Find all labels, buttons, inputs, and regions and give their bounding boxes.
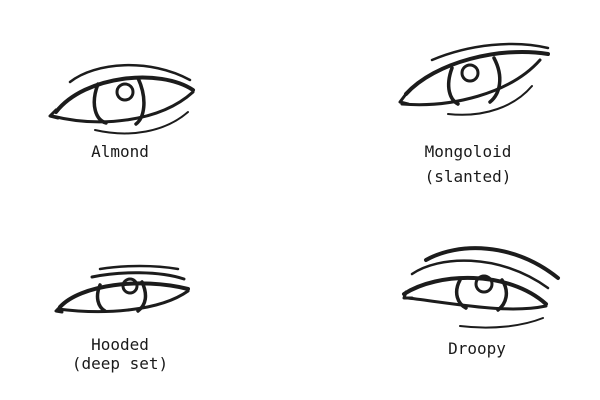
mongoloid-caption: Mongoloid (slanted) [408, 141, 528, 188]
droopy-eye-illustration [402, 246, 560, 329]
hooded-sublabel: (deep set) [71, 354, 169, 373]
hooded-crease-line [98, 264, 180, 271]
mongoloid-iris [446, 56, 502, 106]
mongoloid-sublabel: (slanted) [424, 167, 512, 186]
hooded-tear-duct [54, 305, 64, 314]
hooded-upper-lid [58, 281, 190, 309]
almond-caption: Almond [70, 141, 170, 163]
droopy-brow-line [424, 246, 560, 280]
almond-crease-line [68, 64, 192, 84]
almond-lower-shadow [94, 111, 189, 135]
mongoloid-pupil [460, 63, 480, 83]
hooded-lower-lid [56, 289, 190, 314]
droopy-pupil [474, 274, 494, 294]
droopy-lower-shadow [459, 317, 544, 329]
mongoloid-upper-lid [404, 49, 550, 96]
mongoloid-lower-shadow [447, 85, 533, 116]
droopy-upper-lid [402, 275, 548, 306]
hooded-pupil [121, 277, 139, 295]
almond-lower-lid [50, 90, 195, 124]
almond-pupil [115, 82, 135, 102]
droopy-crease-line [410, 259, 550, 290]
almond-tear-duct [48, 108, 60, 120]
almond-eye-illustration [48, 64, 195, 135]
droopy-iris [454, 278, 509, 312]
hooded-caption: Hooded (deep set) [65, 334, 175, 375]
mongoloid-eye-illustration [398, 42, 550, 116]
hooded-eye-illustration [54, 264, 190, 314]
droopy-tear-duct [402, 290, 414, 300]
hooded-hood-line [90, 271, 186, 281]
mongoloid-lower-lid [400, 58, 542, 107]
mongoloid-crease-line [430, 42, 550, 62]
mongoloid-tear-duct [398, 92, 410, 106]
hooded-label: Hooded [91, 335, 149, 354]
almond-label: Almond [91, 142, 149, 161]
droopy-lower-lid [406, 296, 548, 311]
mongoloid-label: Mongoloid [424, 142, 512, 161]
droopy-label: Droopy [448, 339, 506, 358]
almond-iris [92, 76, 146, 126]
almond-upper-lid [54, 75, 195, 114]
droopy-caption: Droopy [427, 338, 527, 360]
hooded-iris [95, 280, 148, 313]
